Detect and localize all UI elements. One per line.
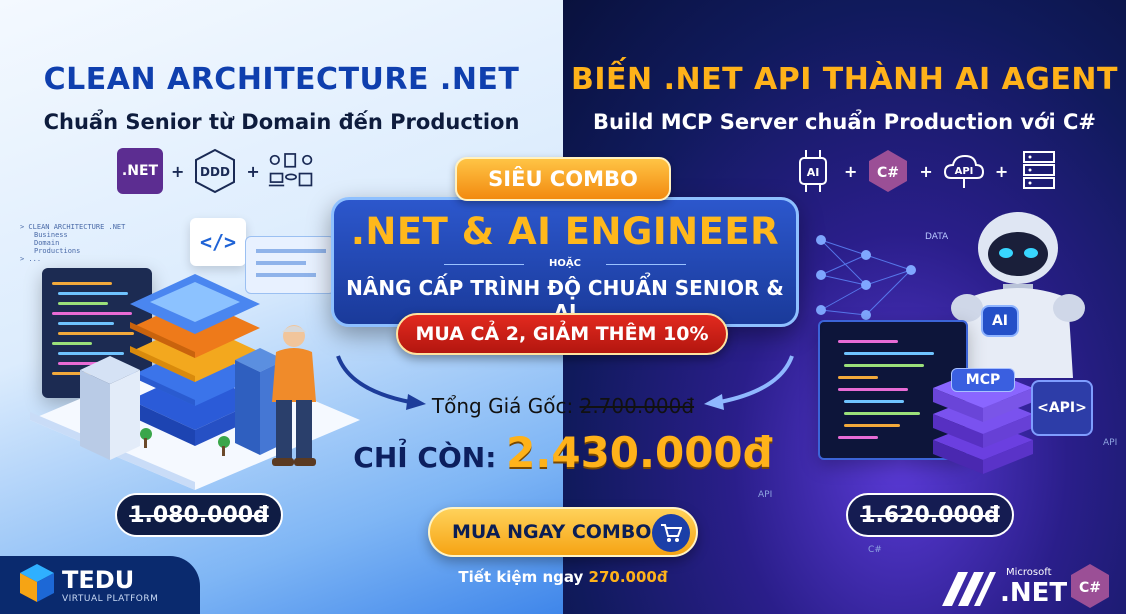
left-old-price: 1.080.000đ [115,493,283,537]
right-title: BIẾN .NET API THÀNH AI AGENT [571,62,1118,97]
total-value: 2.700.000đ [579,394,695,418]
total-label: Tổng Giá Gốc: [431,394,580,418]
right-old-price: 1.620.000đ [846,493,1014,537]
faint-csharp-label: C# [868,545,882,555]
buy-combo-label: MUA NGAY COMBO [452,521,652,543]
total-original-price: Tổng Giá Gốc: 2.700.000đ [380,394,746,418]
left-subtitle: Chuẩn Senior từ Domain đến Production [43,110,520,134]
tree-line: Business [34,231,68,239]
super-combo-badge: SIÊU COMBO [455,157,671,201]
tedu-name: TEDU [62,566,135,594]
ai-chip-icon: AI [790,148,836,194]
dotnet-wordmark: .NET [1000,578,1068,608]
faint-api-label: API [1103,438,1118,448]
faint-api-label: API [758,490,773,500]
combo-card: .NET & AI ENGINEER HOẶC NÂNG CẤP TRÌNH Đ… [331,197,799,327]
discount-badge: MUA CẢ 2, GIẢM THÊM 10% [396,313,728,355]
api-label: API [954,166,973,177]
microsoft-label: Microsoft [1006,567,1052,578]
api-cloud-icon: API [941,148,987,194]
diagram-card [245,236,335,294]
or-text: HOẶC [549,258,581,269]
final-price: CHỈ CÒN: 2.430.000đ [340,428,786,477]
ddd-label: DDD [200,165,230,179]
cart-icon [652,514,690,552]
dotnet-icon: .NET [117,148,163,194]
left-icon-row: .NET + DDD + [117,148,314,194]
saving-value: 270.000đ [588,568,668,586]
mcp-server-stack [933,368,1033,474]
csharp-corner-label: C# [1079,580,1101,596]
right-arrow-icon [704,355,794,410]
final-price-label: CHỈ CÒN: [353,441,507,474]
gears-server-icon [268,148,314,194]
developer-figure [272,325,316,466]
tedu-tagline: VIRTUAL PLATFORM [62,594,159,604]
code-tag-icon: </> [190,218,246,266]
tree-line: Productions [34,247,81,255]
csharp-corner-icon: C# [1071,564,1109,608]
dotnet-logo-icon [942,572,996,606]
tree-line: > CLEAN ARCHITECTURE .NET [20,223,126,231]
saving-note: Tiết kiệm ngay 270.000đ [380,568,746,586]
neural-network-graphic [816,235,916,320]
right-subtitle: Build MCP Server chuẩn Production với C# [593,110,1096,134]
buy-combo-button[interactable]: MUA NGAY COMBO [428,507,698,557]
server-rack-icon [1016,148,1062,194]
left-title: CLEAN ARCHITECTURE .NET [43,62,520,97]
mcp-badge: MCP [951,368,1015,392]
final-price-value: 2.430.000đ [506,428,773,477]
ai-label: AI [807,166,820,179]
robot-ai-badge: AI [981,305,1019,337]
combo-title: .NET & AI ENGINEER [350,210,780,253]
api-card: <API> [1031,380,1093,436]
saving-label: Tiết kiệm ngay [458,568,589,586]
tree-line: Domain [34,239,60,247]
csharp-icon: C# [865,148,911,194]
tedu-logo-icon [20,564,54,602]
right-icon-row: AI + C# + API + [790,148,1062,194]
csharp-label: C# [877,165,899,181]
ddd-icon: DDD [192,148,238,194]
data-label: DATA [925,232,949,242]
left-arrow-icon [336,355,426,410]
tree-line: > ... [20,255,42,263]
